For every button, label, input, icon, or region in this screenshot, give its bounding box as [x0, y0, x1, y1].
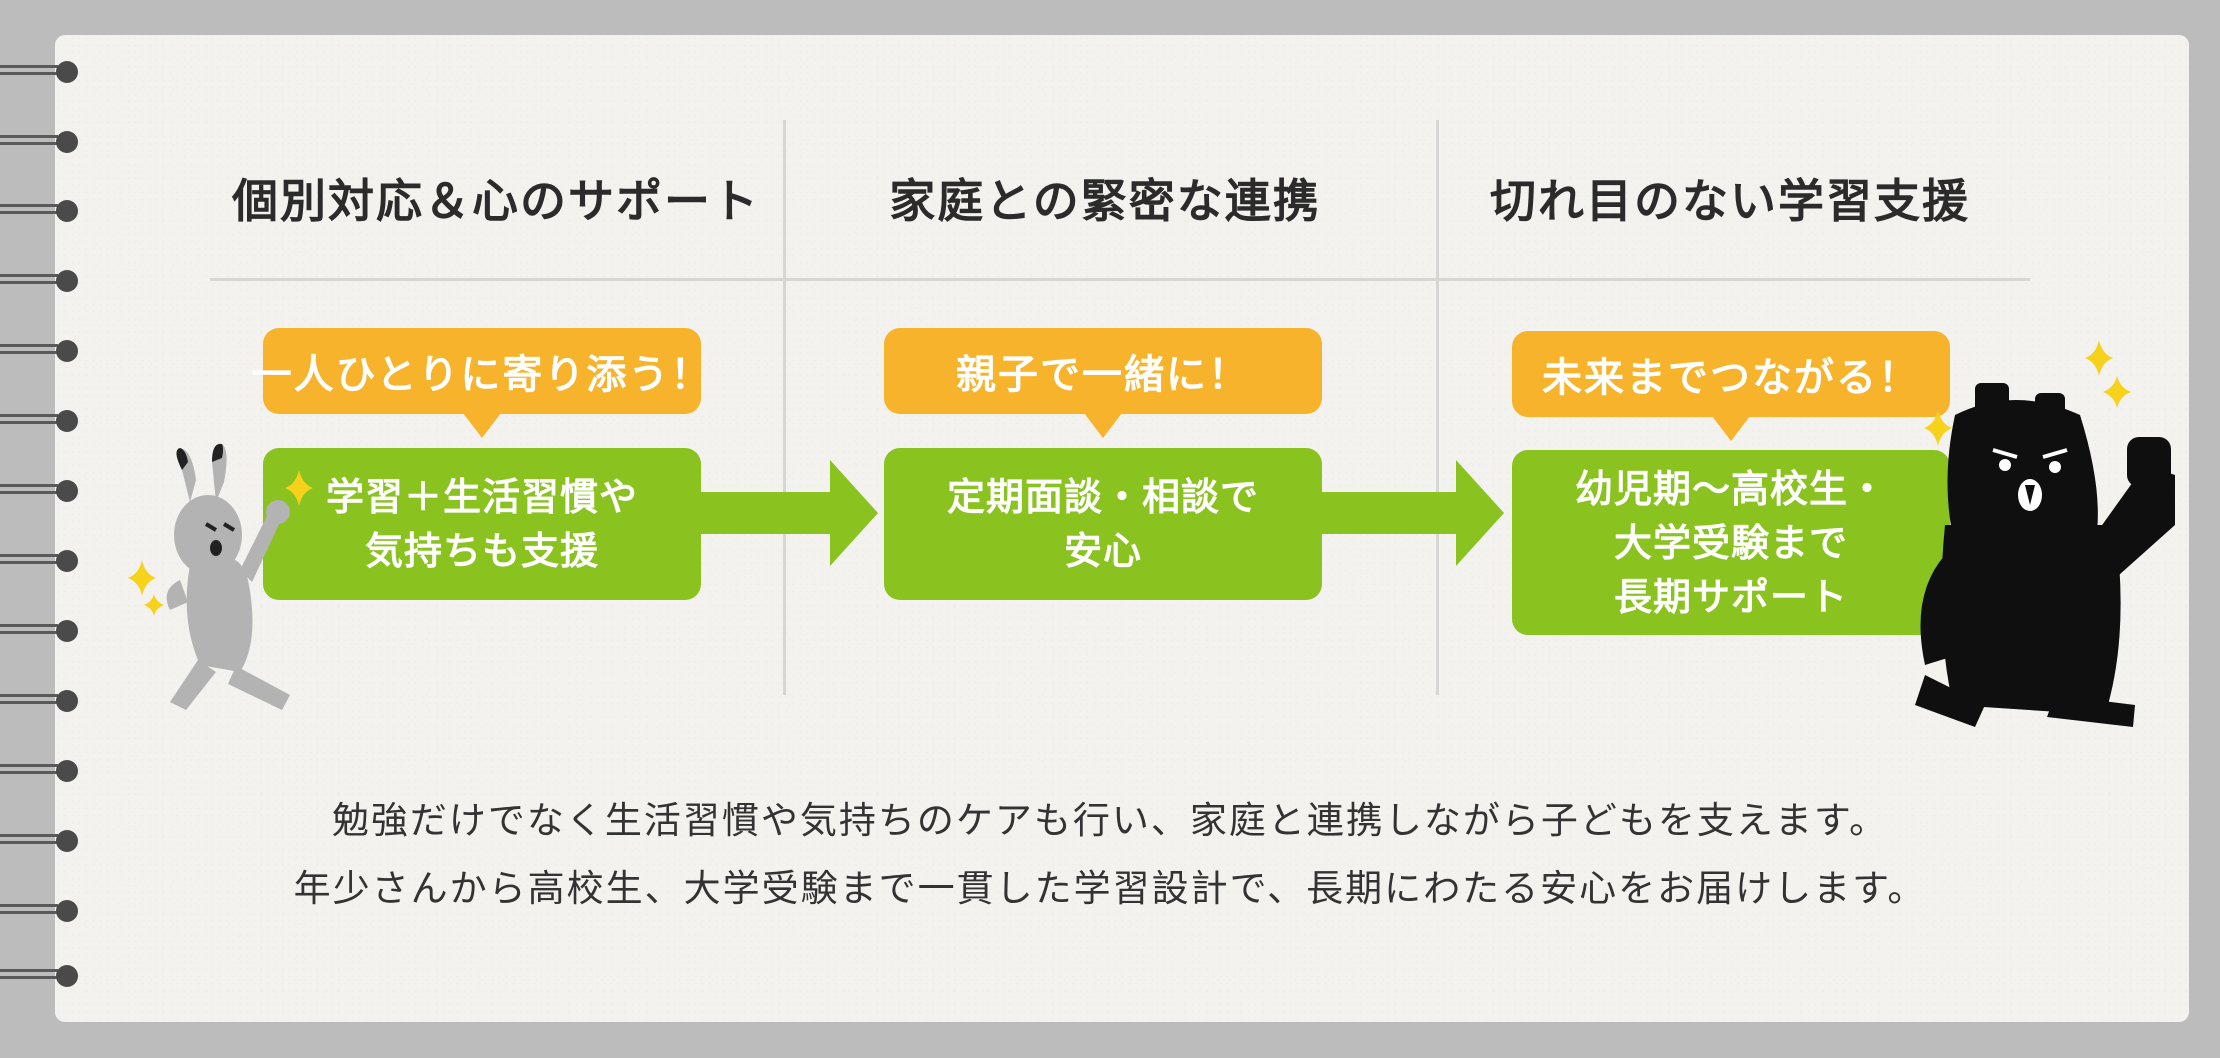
binding-ring [0, 480, 78, 502]
sparkle-icon [1924, 410, 1952, 446]
sparkle-icon [2085, 340, 2131, 408]
arrow-right-icon [1321, 460, 1504, 566]
sparkle-icon [285, 470, 313, 506]
binding-ring [0, 620, 78, 642]
rabbit-character-icon [166, 443, 290, 710]
binding-ring [0, 200, 78, 222]
description-line-2: 年少さんから高校生、大学受験まで一貫した学習設計で、長期にわたる安心をお届けしま… [293, 867, 1927, 910]
column-title-1: 個別対応＆心のサポート [232, 174, 760, 228]
binding-ring [0, 340, 78, 362]
arrow-right-icon [700, 460, 878, 566]
speech-bubble-1: 一人ひとりに寄り添う！ [252, 328, 710, 438]
feature-box-3: 幼児期～高校生・ 大学受験まで 長期サポート [1512, 450, 1950, 635]
feature-box-2: 定期面談・相談で 安心 [884, 448, 1322, 600]
binding-ring [0, 760, 78, 782]
binding-ring [0, 270, 78, 292]
binding-ring [0, 830, 78, 852]
feature-line: 大学受験まで [1613, 520, 1848, 565]
binding-ring [0, 900, 78, 922]
binding-ring [0, 690, 78, 712]
binding-ring [0, 965, 78, 987]
binding-ring [0, 550, 78, 572]
column-divider [783, 120, 786, 695]
feature-box-1: 学習＋生活習慣や 気持ちも支援 [263, 448, 701, 600]
description-line-1: 勉強だけでなく生活習慣や気持ちのケアも行い、家庭と連携しながら子どもを支えます。 [331, 799, 1889, 842]
sparkle-icon [128, 560, 164, 616]
column-divider [1436, 120, 1439, 695]
feature-line: 気持ちも支援 [364, 529, 599, 573]
feature-line: 長期サポート [1613, 574, 1848, 619]
feature-line: 定期面談・相談で [946, 475, 1259, 519]
feature-line: 安心 [1063, 529, 1142, 573]
speech-bubble-2: 親子で一緒に！ [884, 328, 1322, 438]
bear-character-icon [1915, 383, 2175, 727]
feature-line: 学習＋生活習慣や [325, 475, 638, 519]
speech-bubble-3: 未来までつながる！ [1512, 331, 1950, 441]
feature-line: 幼児期～高校生・ [1574, 466, 1887, 511]
binding-ring [0, 410, 78, 432]
binding-ring [0, 131, 78, 153]
column-title-3: 切れ目のない学習支援 [1490, 174, 1970, 228]
header-divider [210, 278, 2030, 281]
binding-ring [0, 61, 78, 83]
column-title-2: 家庭との緊密な連携 [889, 174, 1321, 228]
